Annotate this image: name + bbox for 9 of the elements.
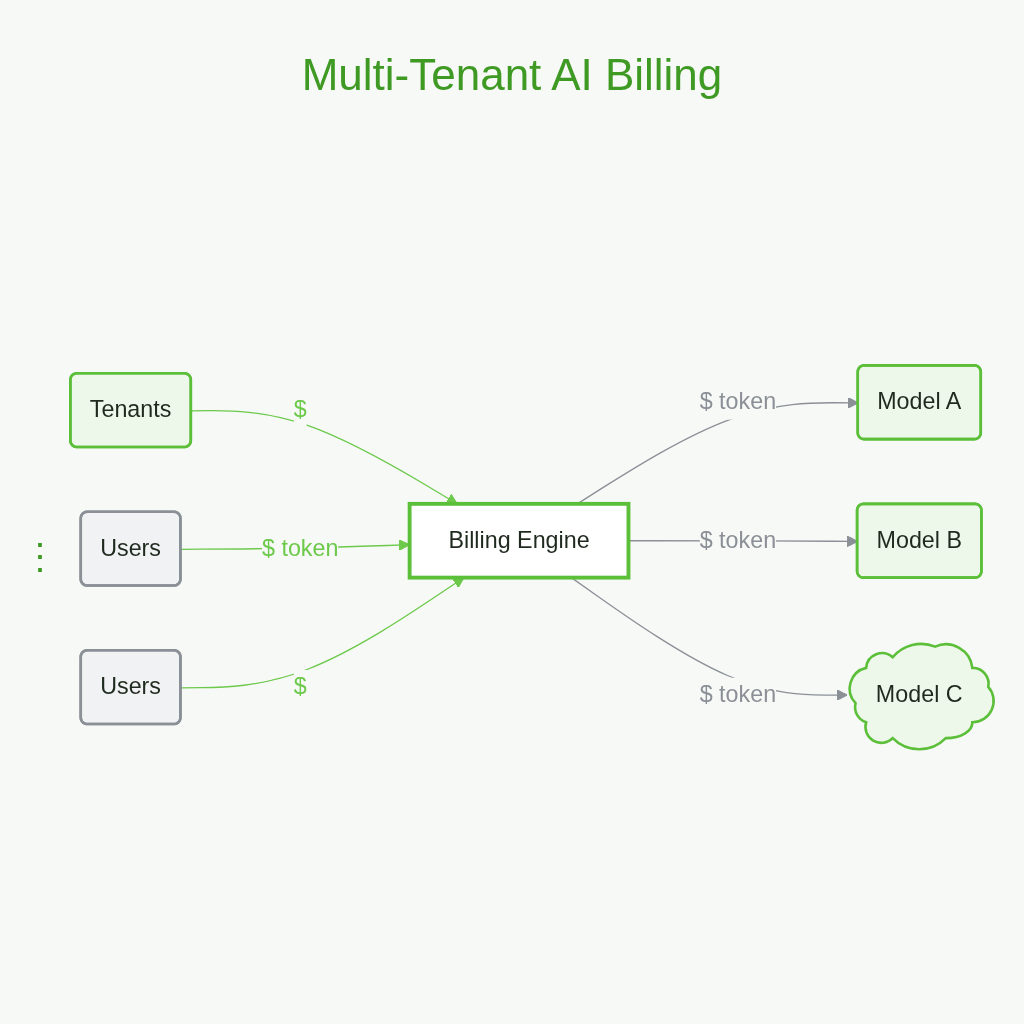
ellipsis-note: ⋮ <box>22 536 58 578</box>
edge-label: $ token <box>699 681 777 708</box>
edge-label: $ <box>293 673 307 700</box>
node-box: Billing Engine <box>407 501 631 580</box>
diagram-title: Multi-Tenant AI Billing <box>301 50 723 100</box>
edge-label: $ <box>293 396 307 423</box>
edge-label: $ token <box>699 526 777 553</box>
edge-label: $ token <box>262 534 339 561</box>
edge-label: $ token <box>699 388 777 415</box>
